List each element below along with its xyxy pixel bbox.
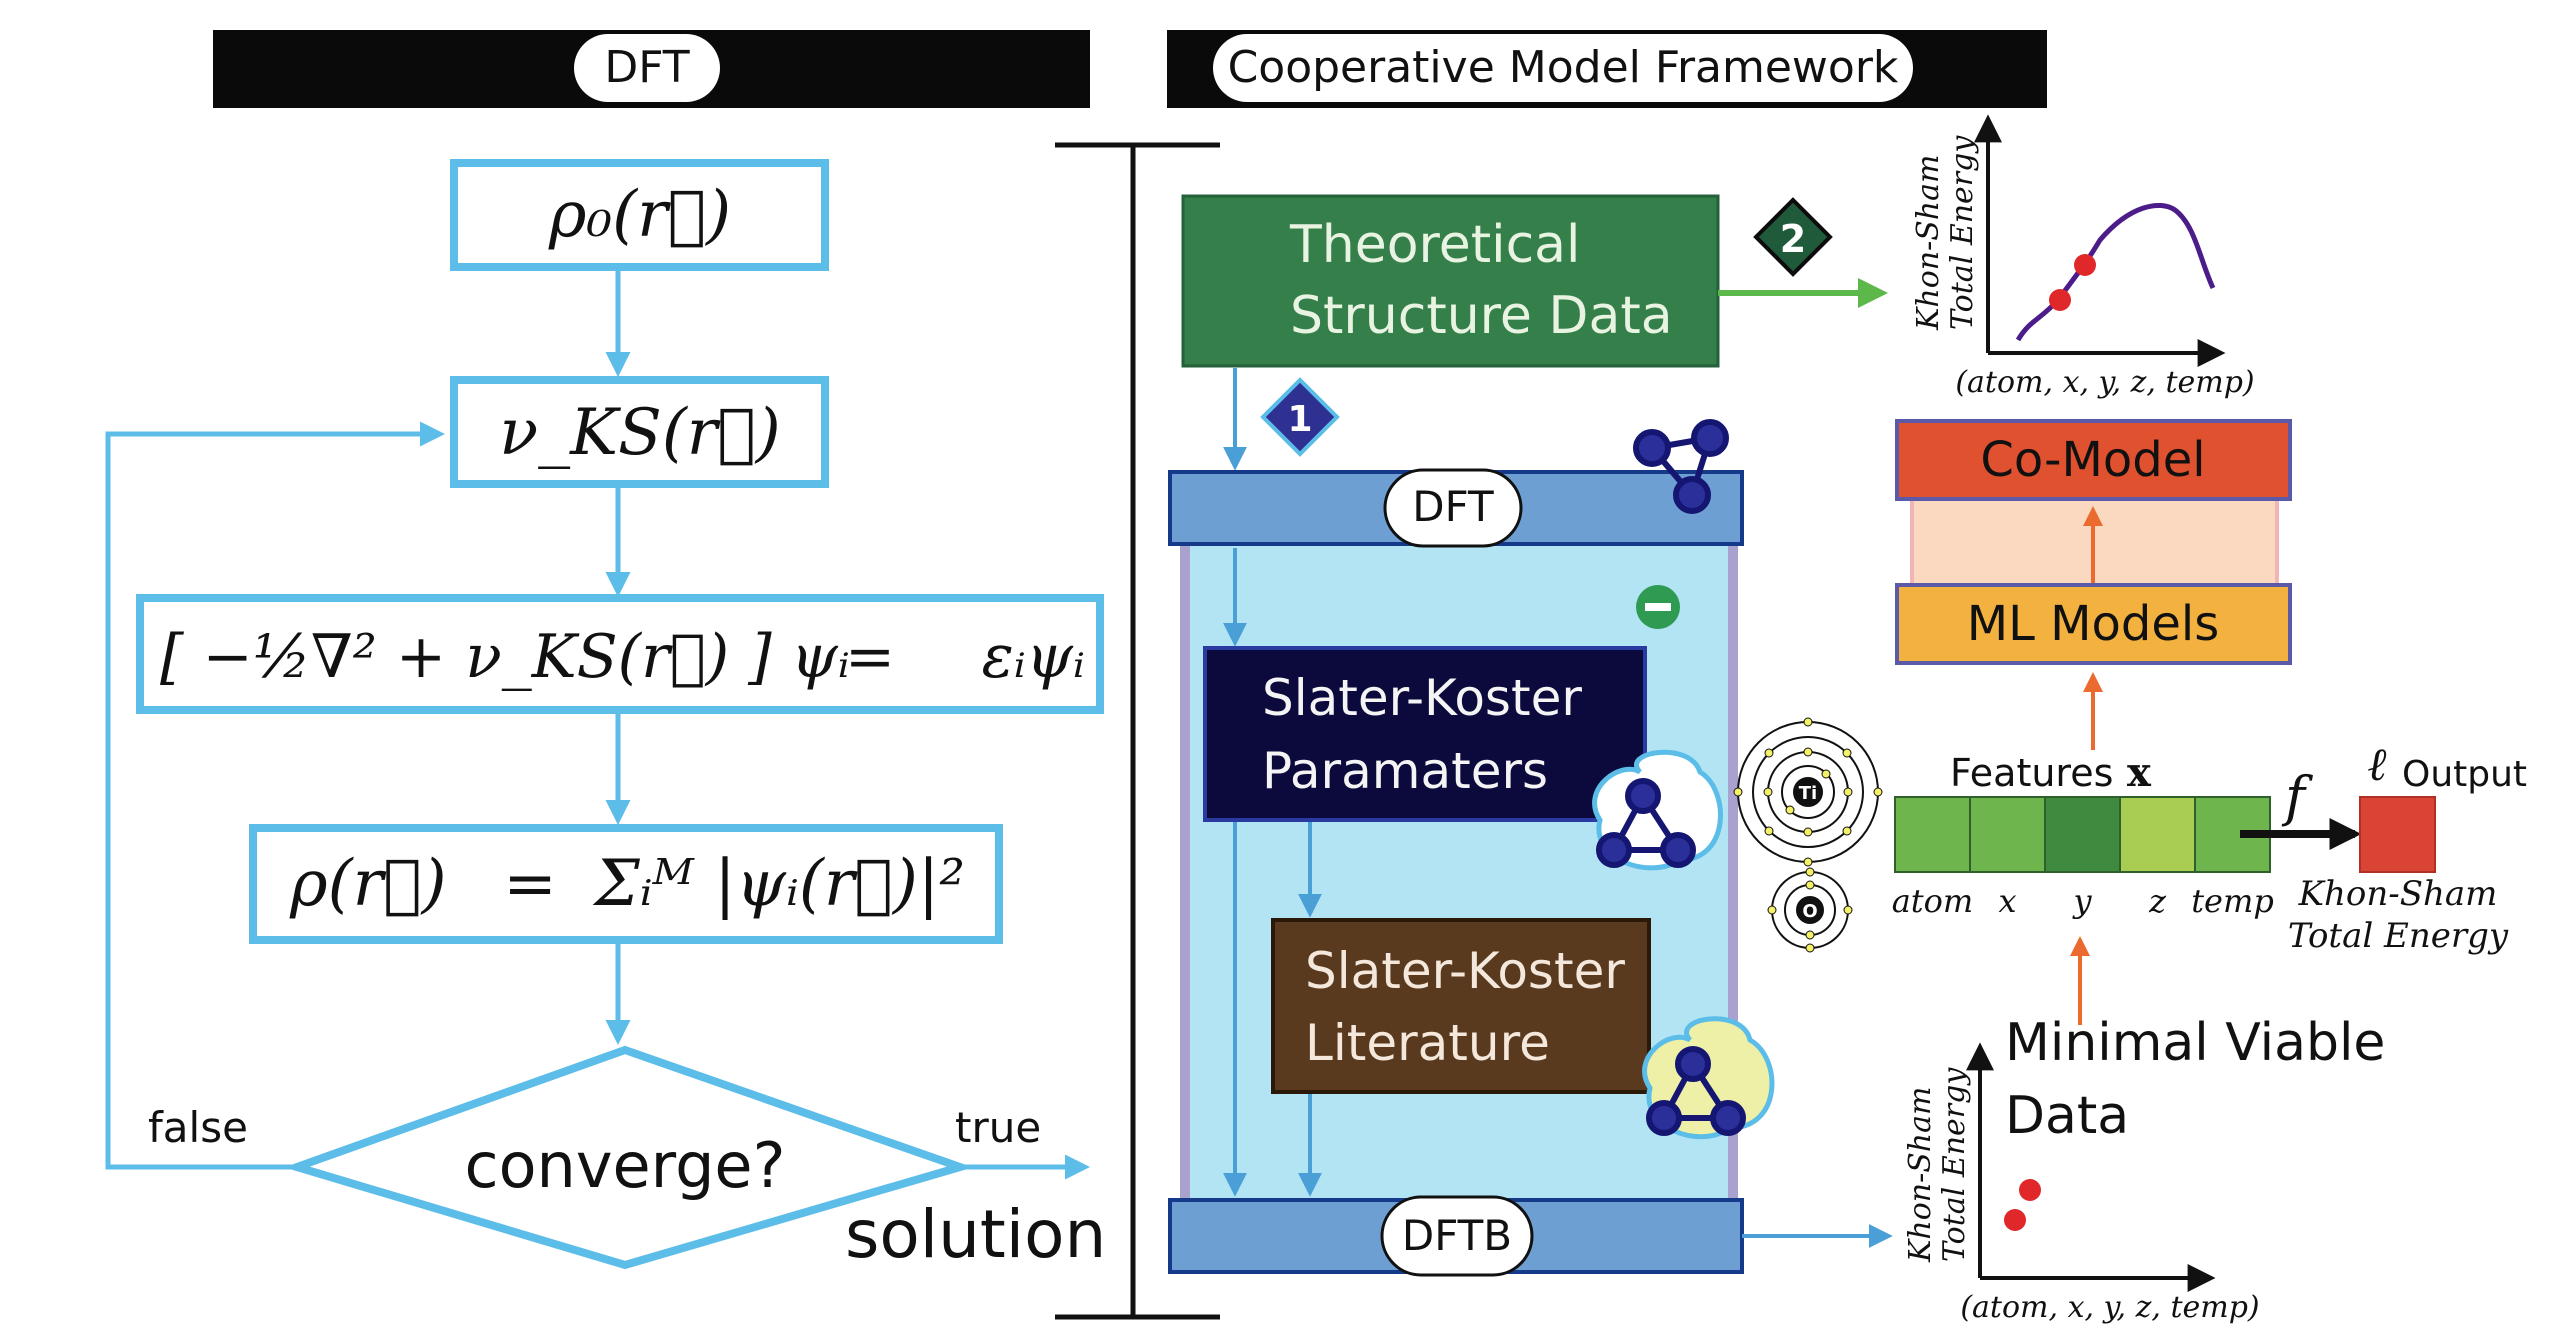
ks-equation-lhs: [ −½∇² + ν_KS(r⃗) ] ψᵢ (160, 622, 850, 692)
feature-name-y: y (2071, 882, 2092, 920)
false-loop-line (105, 421, 445, 1170)
badge-2-label: 2 (1780, 217, 1806, 261)
bottom-plot-point-2 (2004, 1209, 2026, 1231)
output-box (2359, 796, 2436, 873)
function-symbol: f (2281, 765, 2313, 828)
ml-models-box (1895, 583, 2292, 665)
bottom-plot-ylabel-1: Khon-Sham (1903, 1087, 1938, 1263)
dft-panel: DFT ρ₀(r⃗) ν_KS(r⃗) [ −½∇² + ν_KS(r⃗) ] … (105, 30, 1106, 1273)
minimal-viable-line-1: Minimal Viable (2005, 1013, 2385, 1073)
molecule-icon (1633, 419, 1729, 514)
oxygen-atom-icon (1767, 867, 1853, 953)
badge-1-label: 1 (1287, 399, 1312, 440)
theoretical-line-1: Theoretical (1289, 215, 1581, 275)
feature-name-x: x (1998, 882, 2016, 920)
features-symbol: x (2127, 749, 2152, 796)
feature-cell-y (2044, 796, 2121, 873)
dftb-bar-pill (1380, 1195, 1534, 1277)
top-plot-point-2 (2074, 254, 2096, 276)
feature-vector (1894, 796, 2271, 873)
initial-density-box (450, 159, 829, 271)
ks-potential-box (450, 376, 829, 488)
minus-badge (1636, 585, 1680, 629)
true-label: true (955, 1103, 1041, 1152)
top-plot-ylabel-2: Total Energy (1945, 135, 1980, 330)
bottom-plot-xlabel: (atom, x, y, z, temp) (1960, 1290, 2259, 1325)
converge-label: converge? (465, 1129, 786, 1202)
molecule-trefoil-icon (1592, 749, 1723, 871)
dft-bar-pill (1383, 468, 1523, 548)
sk-parameters-line-1: Slater-Koster (1262, 669, 1582, 727)
ks-equation-equals: = (845, 622, 895, 692)
co-model-label: Co-Model (1980, 432, 2205, 488)
framework-header-pill (1213, 34, 1913, 102)
titanium-atom-icon (1733, 717, 1883, 867)
co-model-box (1895, 419, 2292, 501)
feature-name-temp: temp (2191, 882, 2274, 920)
minimal-viable-line-2: Data (2005, 1086, 2129, 1146)
dft-bar-label: DFT (1412, 482, 1494, 531)
panel-divider (1055, 142, 1220, 1320)
top-plot-xlabel: (atom, x, y, z, temp) (1955, 365, 2254, 400)
oxygen-atom-label: O (1802, 901, 1817, 922)
top-plot-curve (2015, 202, 2216, 342)
bottom-plot-point-1 (2019, 1179, 2041, 1201)
density-box (249, 824, 1003, 944)
output-caption-1: Khon-Sham (2298, 874, 2498, 914)
theoretical-line-2: Structure Data (1290, 286, 1673, 346)
top-plot-ylabel-1: Khon-Sham (1911, 155, 1946, 331)
feature-name-z: z (2148, 882, 2167, 920)
framework-header-title: Cooperative Model Framework (1228, 42, 1899, 93)
dft-header-pill (574, 34, 720, 102)
feature-cell-z (2119, 796, 2196, 873)
false-label: false (148, 1103, 248, 1152)
density-equals: = (503, 847, 557, 921)
feature-cell-x (1969, 796, 2046, 873)
dftb-bar-label: DFTB (1402, 1211, 1512, 1260)
features-label: Features (1950, 751, 2113, 795)
ks-equation-rhs: εᵢψᵢ (982, 622, 1085, 692)
ml-models-label: ML Models (1967, 596, 2220, 652)
bottom-plot-ylabel-2: Total Energy (1937, 1067, 1972, 1262)
ks-equation-box (136, 594, 1104, 714)
sk-literature-box (1271, 918, 1651, 1094)
top-plot-point-1 (2049, 289, 2071, 311)
top-energy-plot: Khon-Sham Total Energy (atom, x, y, z, t… (1911, 114, 2255, 400)
bottom-energy-plot: Khon-Sham Total Energy (atom, x, y, z, t… (1903, 1042, 2260, 1325)
dft-header-title: DFT (604, 42, 689, 93)
badge-2: 2 (1753, 197, 1833, 277)
solution-label: solution (845, 1196, 1106, 1273)
molecule-trefoil-icon-2 (1642, 1016, 1775, 1140)
theoretical-structure-box (1181, 194, 1720, 368)
dftb-workflow-panel (1180, 515, 1738, 1225)
density-rhs: Σᵢᴹ |ψᵢ(r⃗)|² (592, 847, 965, 921)
converge-diamond (284, 1045, 974, 1270)
ks-potential-formula: ν_KS(r⃗) (499, 396, 781, 470)
feature-cell-atom (1894, 796, 1971, 873)
feature-name-atom: atom (1892, 882, 1974, 920)
output-caption-2: Total Energy (2288, 916, 2509, 956)
density-lhs: ρ(r⃗) (289, 847, 447, 921)
output-label: Output (2402, 754, 2527, 795)
titanium-atom-label: Ti (1799, 783, 1817, 804)
sk-parameters-box (1203, 646, 1647, 822)
badge-1: 1 (1260, 377, 1340, 457)
initial-density-formula: ρ₀(r⃗) (548, 178, 731, 252)
sk-literature-line-1: Slater-Koster (1305, 942, 1625, 1000)
cooperative-panel: Cooperative Model Framework Theoretical … (1167, 30, 2527, 1325)
sk-literature-line-2: Literature (1305, 1014, 1550, 1072)
loss-symbol: ℓ (2368, 737, 2388, 791)
sk-parameters-line-2: Paramaters (1262, 742, 1548, 800)
